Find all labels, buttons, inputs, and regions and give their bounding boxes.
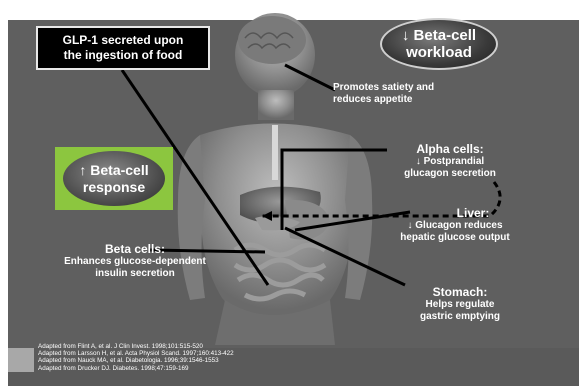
stomach-line1: Helps regulate	[400, 299, 520, 311]
brain-effect-label: Promotes satiety and reduces appetite	[333, 82, 434, 106]
workload-line1: ↓ Beta-cell	[402, 27, 476, 44]
response-line2: response	[79, 179, 148, 195]
beta-cells-title: Beta cells:	[55, 242, 215, 256]
brain-shape	[238, 16, 306, 64]
alpha-cells-label: Alpha cells: ↓ Postprandial glucagon sec…	[385, 142, 515, 180]
reference-4: Adapted from Drucker DJ. Diabetes. 1998;…	[38, 365, 234, 372]
beta-cell-workload-oval: ↓ Beta-cell workload	[380, 18, 498, 70]
glp1-box: GLP-1 secreted upon the ingestion of foo…	[36, 26, 210, 70]
reference-3: Adapted from Nauck MA, et al. Diabetolog…	[38, 357, 234, 364]
beta-cells-line1: Enhances glucose-dependent	[55, 256, 215, 268]
alpha-cells-title: Alpha cells:	[385, 142, 515, 156]
stomach-title: Stomach:	[400, 285, 520, 299]
workload-line2: workload	[402, 44, 476, 61]
liver-line1: ↓ Glucagon reduces	[380, 220, 530, 232]
alpha-cells-line1: ↓ Postprandial	[385, 156, 515, 168]
stomach-line2: gastric emptying	[400, 311, 520, 323]
liver-title: Liver:	[380, 206, 530, 220]
neck-shape	[258, 90, 294, 120]
beta-cells-line2: insulin secretion	[55, 268, 215, 280]
glp1-line2: the ingestion of food	[63, 48, 184, 63]
reference-1: Adapted from Flint A, et al. J Clin Inve…	[38, 343, 234, 350]
brain-effect-line2: reduces appetite	[333, 94, 434, 106]
beta-cells-label: Beta cells: Enhances glucose-dependent i…	[55, 242, 215, 280]
esophagus-shape	[272, 125, 278, 180]
alpha-cells-line2: glucagon secretion	[385, 168, 515, 180]
reference-2: Adapted from Larsson H, et al. Acta Phys…	[38, 350, 234, 357]
beta-cell-response-oval: ↑ Beta-cell response	[63, 151, 165, 206]
response-line1: ↑ Beta-cell	[79, 162, 148, 178]
references: Adapted from Flint A, et al. J Clin Inve…	[38, 343, 234, 372]
liver-label: Liver: ↓ Glucagon reduces hepatic glucos…	[380, 206, 530, 244]
stomach-label: Stomach: Helps regulate gastric emptying	[400, 285, 520, 323]
liver-line2: hepatic glucose output	[380, 232, 530, 244]
glp1-line1: GLP-1 secreted upon	[63, 33, 184, 48]
brain-effect-line1: Promotes satiety and	[333, 82, 434, 94]
